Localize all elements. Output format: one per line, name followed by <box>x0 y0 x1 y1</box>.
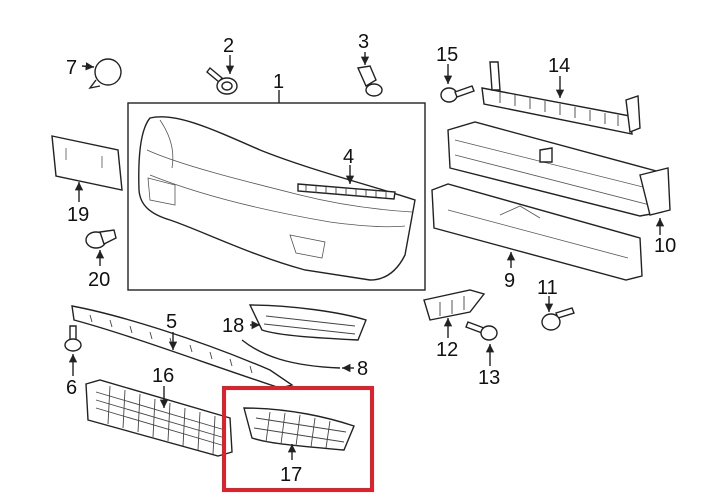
highlight-box <box>222 386 374 492</box>
part-16-grille <box>85 379 233 457</box>
callout-9: 9 <box>504 270 515 292</box>
part-14-bracket <box>481 61 641 135</box>
leader-lines <box>68 52 665 460</box>
callout-5: 5 <box>166 311 177 333</box>
part-10-reinforcement <box>447 121 671 217</box>
part-11-bolt <box>541 307 575 331</box>
callout-17: 17 <box>280 464 302 486</box>
part-7-cap <box>88 58 122 90</box>
bumper-cover-group <box>127 102 426 291</box>
callout-14: 14 <box>548 55 570 77</box>
callout-18: 18 <box>222 315 244 337</box>
callout-8: 8 <box>357 358 368 380</box>
callout-19: 19 <box>67 204 89 226</box>
callout-11: 11 <box>537 277 558 299</box>
callout-6: 6 <box>66 377 77 399</box>
callout-3: 3 <box>358 31 369 53</box>
part-12-bracket <box>423 289 486 321</box>
part-18-grille <box>248 304 367 341</box>
part-8-strip <box>241 339 341 369</box>
part-13-bolt <box>465 321 498 341</box>
part-6-clip <box>64 325 82 352</box>
callout-13: 13 <box>478 367 500 389</box>
callout-10: 10 <box>654 235 676 257</box>
part-2-bolt <box>206 66 238 95</box>
part-19-plate <box>51 135 123 191</box>
part-9-absorber <box>431 183 643 281</box>
part-17-grille <box>243 407 355 451</box>
callout-4: 4 <box>343 146 354 168</box>
callout-16: 16 <box>152 365 174 387</box>
callout-15: 15 <box>436 44 458 66</box>
callout-7: 7 <box>66 57 77 79</box>
part-4-strip <box>297 183 396 200</box>
part-15-bolt <box>440 85 475 103</box>
callout-2: 2 <box>223 35 234 57</box>
callout-20: 20 <box>88 269 110 291</box>
part-3-clip <box>356 65 383 97</box>
callout-12: 12 <box>436 339 458 361</box>
part-20-clip <box>85 229 117 249</box>
callout-1: 1 <box>273 71 284 93</box>
